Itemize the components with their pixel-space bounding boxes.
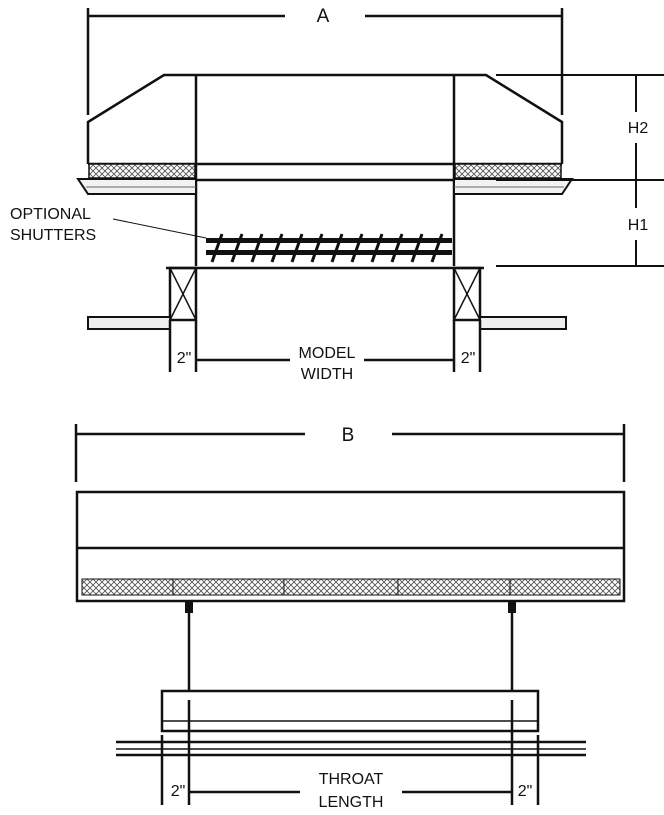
throat-walls — [187, 601, 514, 691]
model-width-label-line2: WIDTH — [301, 366, 353, 383]
dimension-a — [86, 8, 564, 115]
optional-shutters-label-line1: OPTIONAL — [10, 206, 91, 223]
optional-shutters — [206, 233, 452, 263]
front-hood-body — [75, 490, 626, 603]
throat-length-label-line1: THROAT — [319, 771, 384, 788]
throat-length-dimension — [160, 700, 540, 805]
dimension-b — [74, 424, 626, 482]
model-width-dimension — [168, 320, 482, 372]
right-mesh-filter — [454, 163, 562, 179]
optional-shutters-label-line2: SHUTTERS — [10, 227, 96, 244]
left-offset-label: 2" — [177, 350, 192, 367]
dimension-b-label: B — [342, 425, 355, 446]
dimension-h2-label: H2 — [628, 120, 649, 137]
dimension-a-label: A — [317, 6, 330, 27]
right-roof-deck — [479, 316, 567, 330]
front-mesh-filter — [81, 578, 621, 596]
top-view: A H2 H1 — [10, 6, 664, 383]
dimension-h — [496, 74, 664, 267]
curb — [166, 266, 484, 322]
front-roof-deck — [116, 740, 586, 757]
left-roof-deck — [87, 316, 171, 330]
left-mesh-filter — [88, 163, 196, 179]
throat-length-label-line2: LENGTH — [319, 794, 384, 811]
shutters-leader-line — [112, 218, 207, 239]
front-right-offset-label: 2" — [518, 783, 533, 800]
front-curb — [160, 689, 540, 733]
dimension-h1-label: H1 — [628, 217, 649, 234]
right-offset-label: 2" — [461, 350, 476, 367]
bottom-view: B — [74, 424, 626, 811]
model-width-label-line1: MODEL — [299, 345, 356, 362]
front-left-offset-label: 2" — [171, 783, 186, 800]
